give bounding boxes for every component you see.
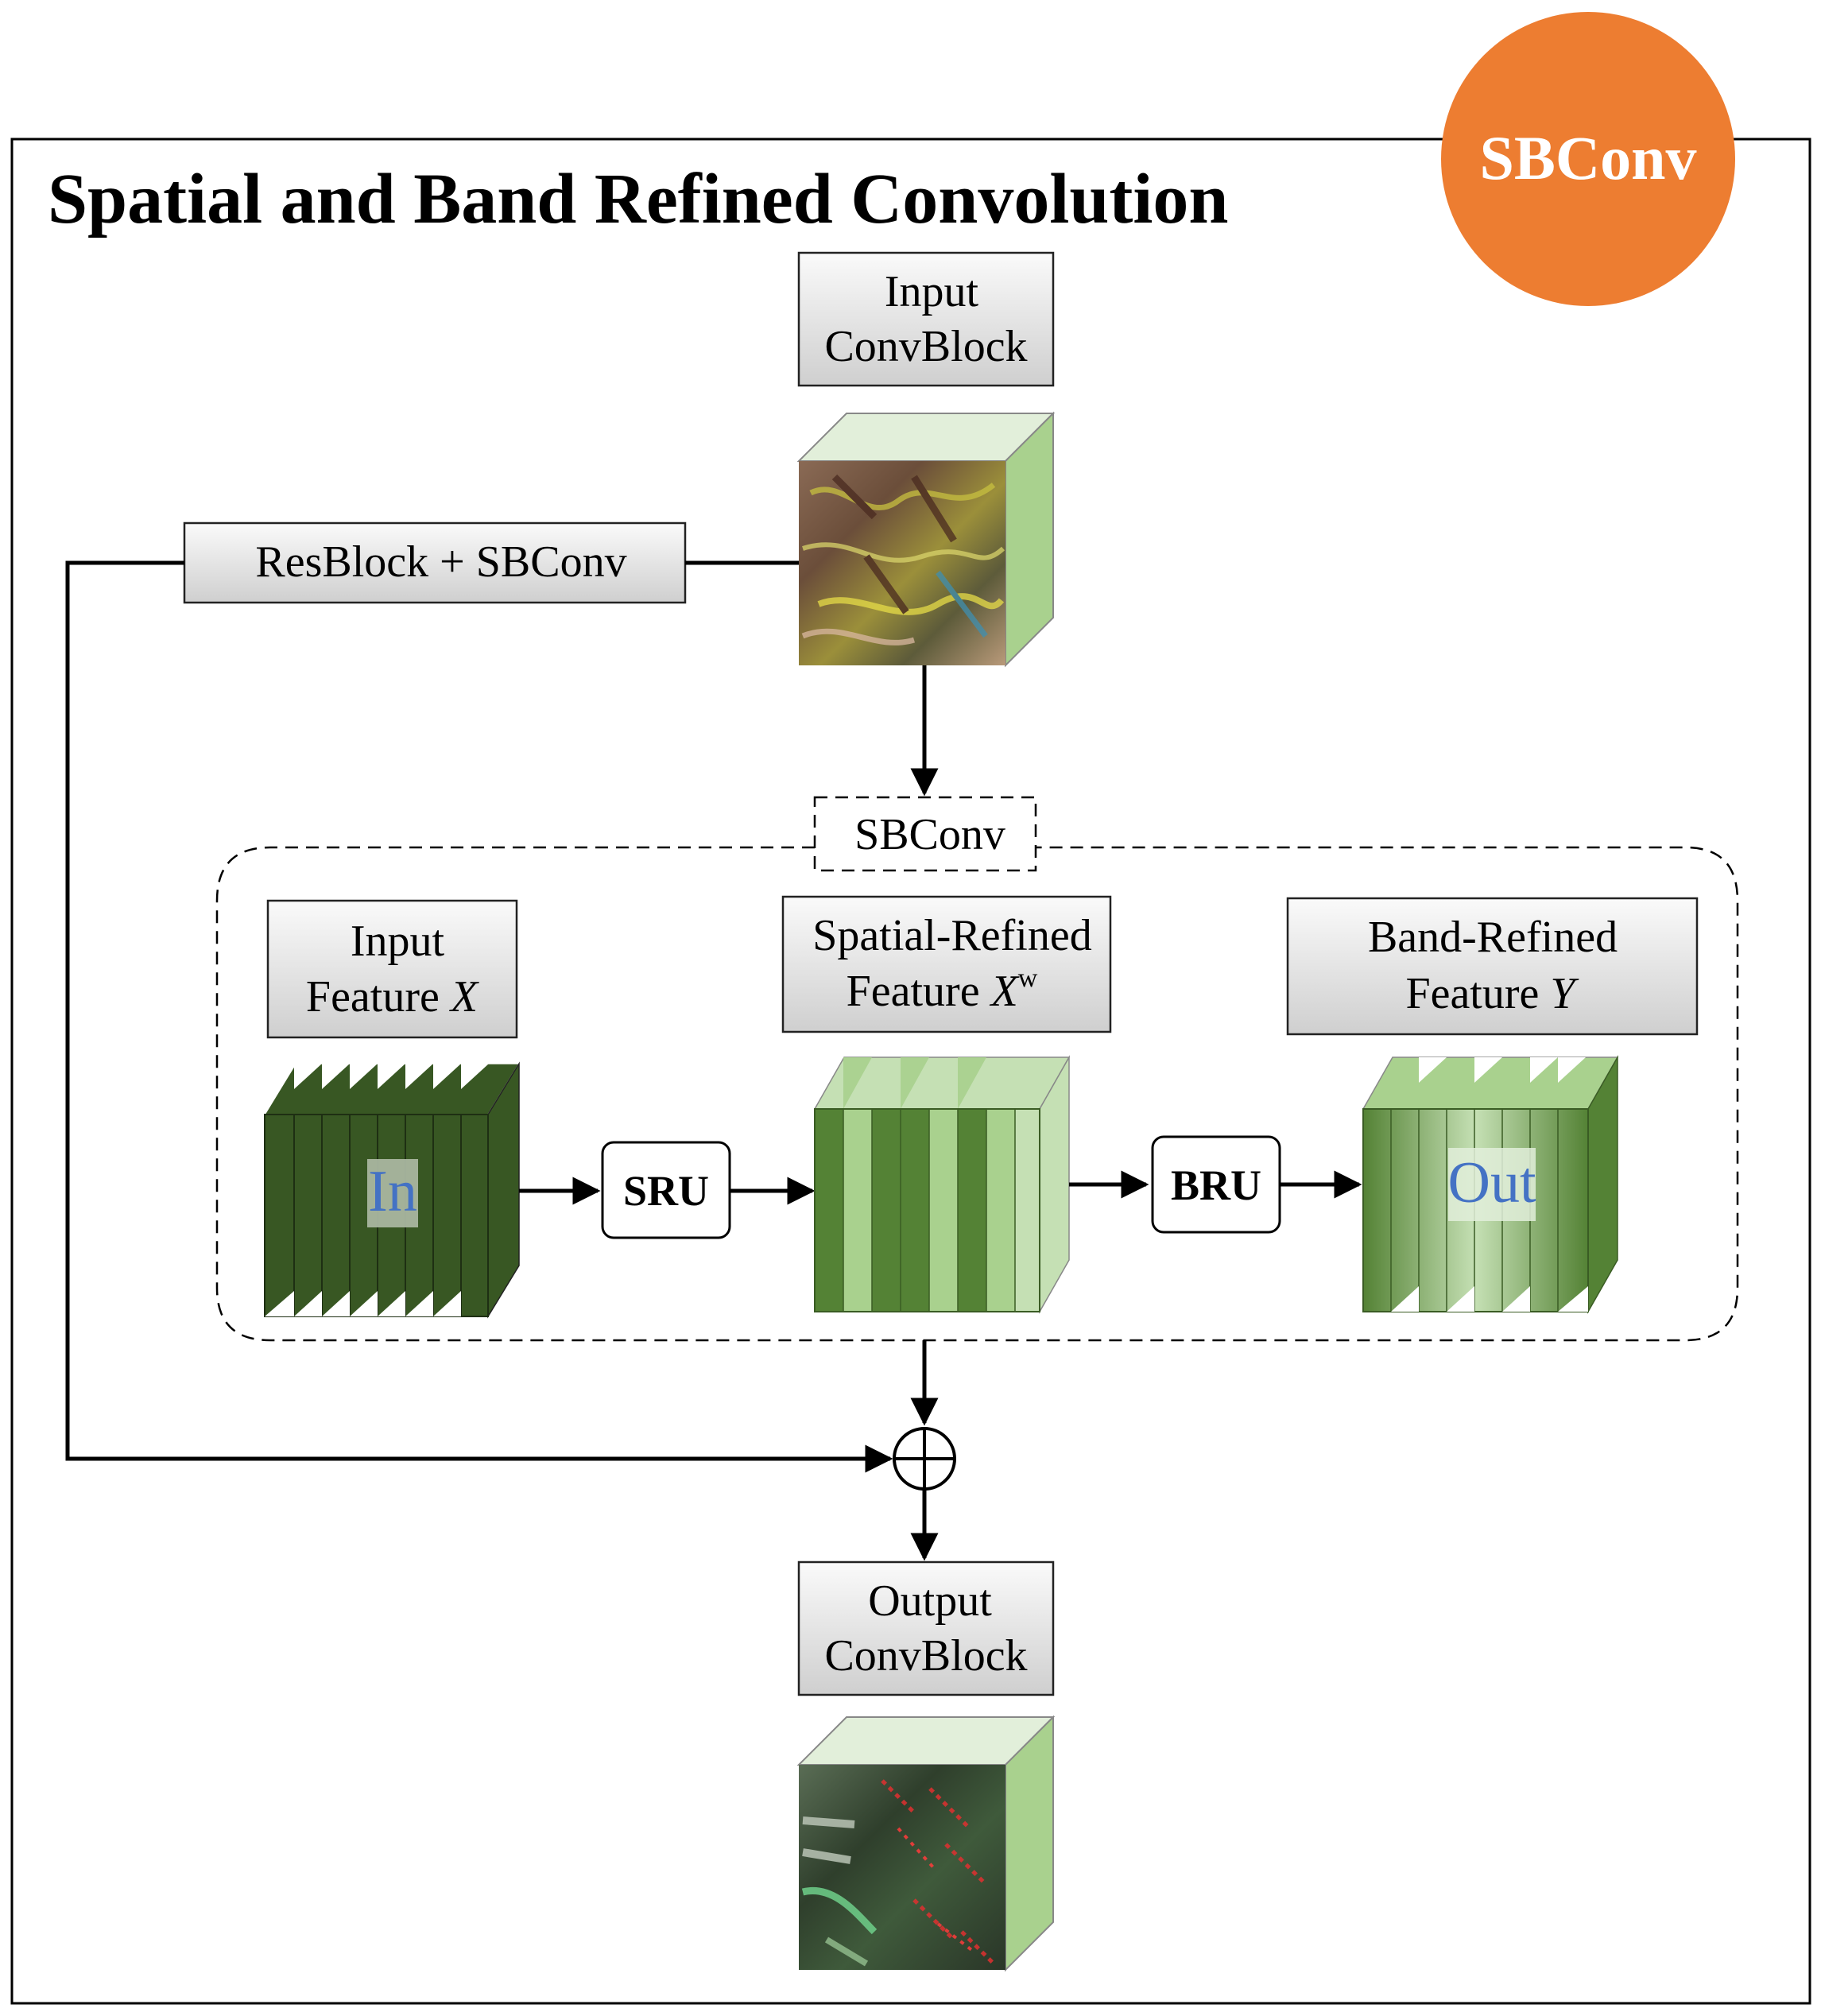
input-feature-label: Input Feature X	[266, 899, 518, 1039]
module-label-text: SBConv	[854, 810, 1005, 859]
badge-circle	[1441, 12, 1735, 306]
module-label: SBConv	[813, 796, 1037, 872]
input-convblock-line2: ConvBlock	[824, 322, 1027, 371]
residual-path	[65, 560, 893, 1473]
output-convblock-line2: ConvBlock	[824, 1631, 1027, 1681]
spatial-feature-label: Spatial-Refined Feature Xw	[781, 895, 1112, 1033]
band-feature-line2: Feature Y	[1405, 969, 1579, 1018]
outer-frame	[10, 138, 1811, 2005]
sbconv-badge: SBConv	[1441, 12, 1735, 306]
band-feature-stack: Out	[1362, 1055, 1619, 1314]
input-image-cube	[796, 411, 1056, 668]
output-convblock-line1: Output	[868, 1576, 992, 1626]
out-label: Out	[1448, 1150, 1536, 1215]
sru-label: SRU	[623, 1167, 709, 1215]
output-image-cube	[796, 1715, 1056, 1972]
input-feature-stack: In	[263, 1061, 521, 1319]
badge-label: SBConv	[1479, 123, 1696, 192]
spatial-feature-line1: Spatial-Refined	[812, 911, 1091, 960]
sru-block: SRU	[601, 1141, 731, 1239]
residual-label-text: ResBlock + SBConv	[255, 537, 626, 587]
module-container	[215, 846, 1739, 1342]
spatial-feature-stack	[813, 1055, 1071, 1314]
input-feature-line2: Feature X	[306, 972, 480, 1022]
residual-label: ResBlock + SBConv	[183, 521, 687, 604]
sum-node	[893, 1427, 956, 1491]
bru-block: BRU	[1151, 1135, 1281, 1234]
spatial-feature-line2: Feature Xw	[847, 963, 1038, 1016]
bru-label: BRU	[1171, 1161, 1261, 1209]
in-label: In	[368, 1159, 417, 1224]
output-convblock-label: Output ConvBlock	[797, 1560, 1055, 1696]
band-feature-line1: Band-Refined	[1368, 913, 1618, 962]
page-title: Spatial and Band Refined Convolution	[48, 160, 1228, 238]
band-feature-label: Band-Refined Feature Y	[1286, 897, 1699, 1036]
input-convblock-line1: Input	[885, 267, 979, 316]
input-feature-line1: Input	[351, 917, 445, 966]
input-convblock-label: Input ConvBlock	[797, 251, 1055, 387]
